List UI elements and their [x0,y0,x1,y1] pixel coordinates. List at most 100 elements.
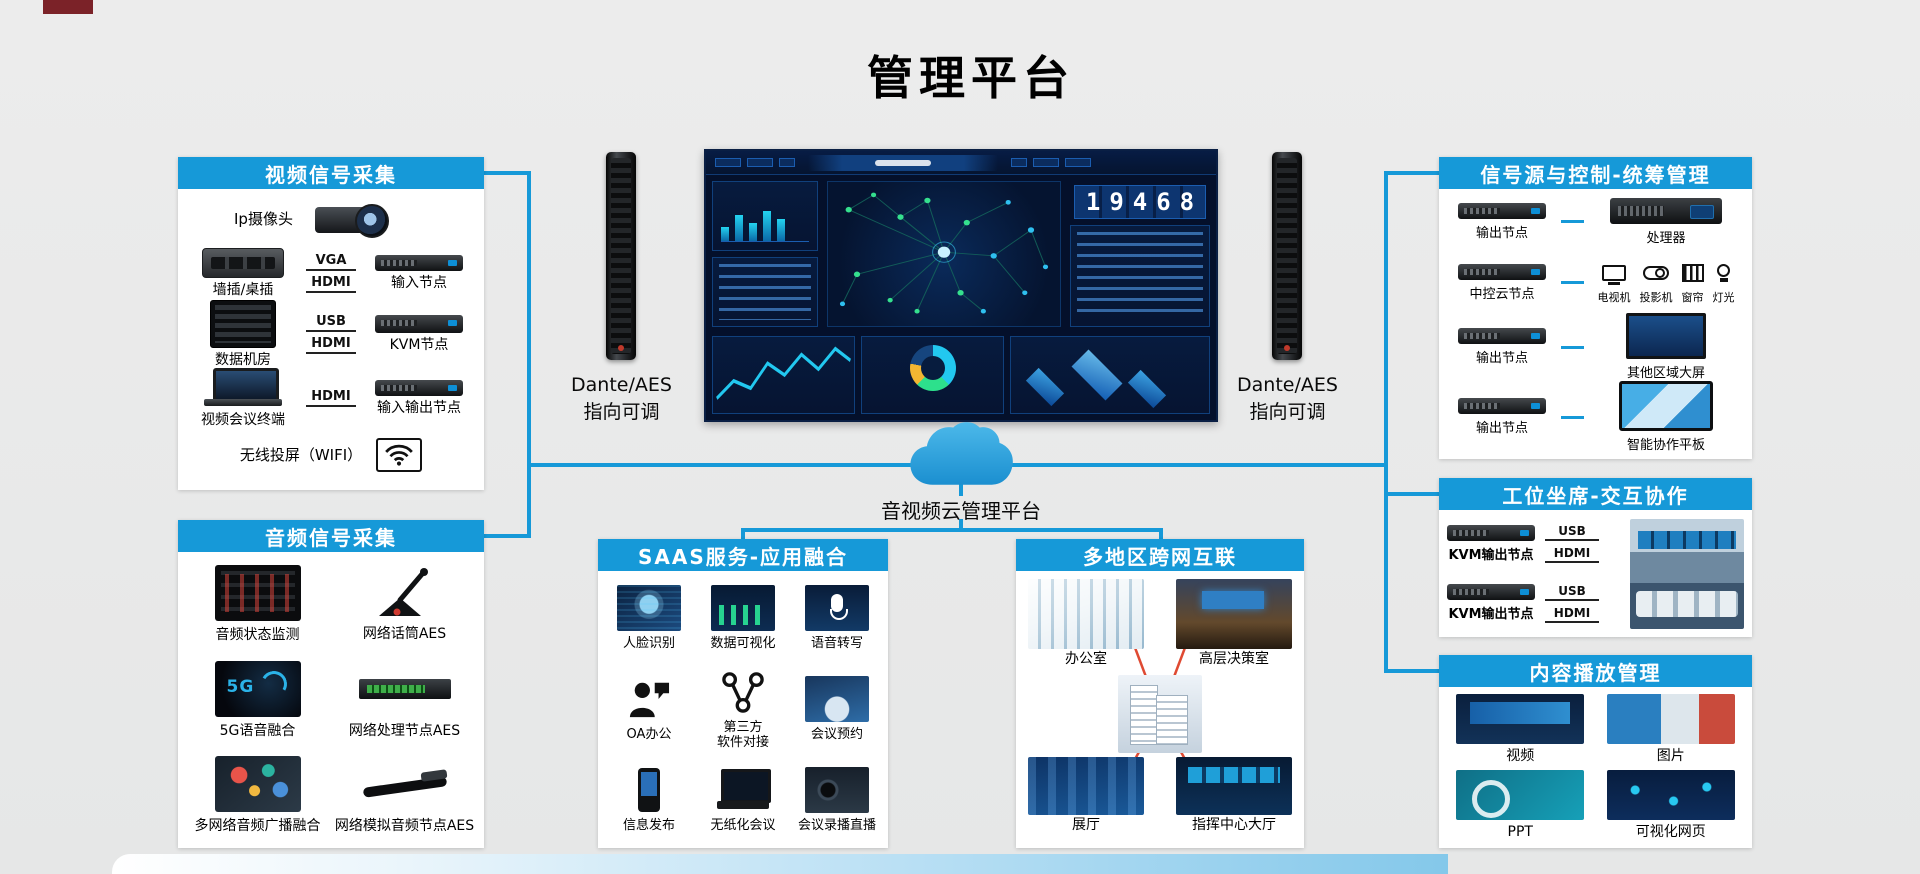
curtain-icon [1681,264,1704,283]
connector-right-vertical [1384,171,1388,673]
footer-decoration [112,854,1448,874]
ip-camera-label: Ip摄像头 [234,209,293,228]
audio-item: 多网络音频广播融合 [184,749,331,842]
source-control-panel: 信号源与控制-统筹管理 输出节点 处理器 中控云节点 [1439,157,1752,459]
command-center-photo [1176,757,1292,815]
building-photo [1118,675,1202,753]
region-office: 办公室 [1028,579,1144,668]
saas-item: 第三方 软件对接 [696,660,790,759]
content-item: PPT [1445,769,1596,843]
decision-room-photo [1176,579,1292,649]
source-row-bigscreen: 输出节点 其他区域大屏 [1447,313,1744,381]
right-speaker-column [1272,152,1302,360]
page-title: 管理平台 [867,51,1075,105]
ip-camera-image [314,203,391,238]
dashboard-header-bar [706,151,1216,175]
connector-audio-branch [484,534,529,538]
output-node-device-image [1458,398,1546,414]
meeting-recording-image [805,767,869,814]
kvm-node-device-image [375,314,463,333]
kvm-output-node-image [1447,584,1535,601]
oa-office-icon [617,676,681,722]
dashboard-counter: 19468 [1073,185,1207,219]
source-row-control: 中控云节点 电视机 投影机 [1447,252,1744,313]
cloud-platform-label: 音视频云管理平台 [881,499,1041,523]
hdmi-connector-label: HDMI [1545,606,1599,623]
dashboard-table-widget [1070,225,1210,327]
dashboard-network-map [827,181,1061,327]
area-screen-image [1626,313,1706,359]
saas-item: 信息发布 [602,759,696,842]
source-panel-title: 信号源与控制-统筹管理 [1439,157,1752,189]
output-node-device-image [1458,202,1546,219]
connector-source-branch [1386,171,1439,175]
network-graph-svg [839,192,1049,314]
source-connector-line [1561,220,1584,223]
saas-panel: SAAS服务-应用融合 人脸识别 数据可视化 语音转写 [598,539,888,848]
info-release-image [617,767,681,813]
region-exhibition-hall: 展厅 [1028,757,1144,834]
output-node-device-image [1458,328,1546,344]
content-panel-title: 内容播放管理 [1439,655,1752,687]
voice-transcription-image [805,585,869,632]
audio-item: 网络话筒AES [331,558,478,651]
video-row-camera: Ip摄像头 [188,193,474,246]
dashboard-title-plate [808,154,998,171]
office-photo [1028,579,1144,649]
content-item: 图片 [1596,693,1747,767]
connector-region-stub [1159,530,1163,540]
meeting-booking-image [805,676,869,723]
exhibition-hall-photo [1028,757,1144,815]
video-row-wireless: 无线投屏（WIFI） [188,429,474,482]
source-row-tablet: 输出节点 智能协作平板 [1447,381,1744,453]
connector-seat-branch [1386,492,1439,496]
data-visualization-image [711,585,775,632]
region-command-center: 指挥中心大厅 [1176,757,1292,834]
content-item: 视频 [1445,693,1596,767]
audio-capture-panel: 音频信号采集 音频状态监测 网络话筒AES 5G 5G语音融合 [178,520,484,848]
source-connector-line [1561,345,1584,349]
broadcast-fusion-image [214,756,301,813]
connector-content-branch [1386,669,1439,673]
video-row-terminal: 视频会议终端 HDMI 输入输出节点 [188,368,474,429]
picture-thumbnail [1606,694,1735,745]
usb-connector-label: USB [1545,524,1599,542]
processor-device-image [1610,197,1722,224]
webpage-thumbnail [1606,769,1735,820]
source-row-processor: 输出节点 处理器 [1447,191,1744,252]
kvm-output-node-image [1447,524,1535,541]
projector-icon [1643,266,1669,281]
collaboration-tablet-image [1619,381,1713,431]
video-thumbnail [1456,694,1585,745]
dashboard-donut-widget [861,336,1005,414]
vc-terminal-image [204,368,282,408]
region-panel: 多地区跨网互联 办公室 高层决策室 展厅 [1016,539,1304,848]
controlled-device-curtain: 窗帘 [1681,260,1704,304]
vga-connector-label: VGA [306,253,356,271]
connector-saas-stub [741,530,745,540]
tv-icon [1602,265,1626,282]
saas-panel-title: SAAS服务-应用融合 [598,539,888,571]
dashboard-list-widget [712,257,818,327]
dashboard-bar-widget [712,181,818,251]
content-item: 可视化网页 [1596,769,1747,843]
wifi-icon [376,438,423,473]
hdmi-connector-label: HDMI [306,389,356,408]
dashboard-linechart-widget [712,336,856,414]
saas-item: 会议录播直播 [790,759,884,842]
left-speaker-label-line2: 指向可调 [583,400,660,423]
seat-panel-title: 工位坐席-交互协作 [1439,478,1752,510]
paperless-meeting-image [711,767,775,813]
usb-connector-label: USB [306,314,356,332]
dashboard-3d-widget [1010,336,1210,414]
io-node-device-image [375,380,463,397]
connector-cloud-top-stub [959,484,963,496]
saas-item: OA办公 [602,660,696,759]
saas-item: 语音转写 [790,577,884,660]
hdmi-connector-label: HDMI [306,336,356,354]
